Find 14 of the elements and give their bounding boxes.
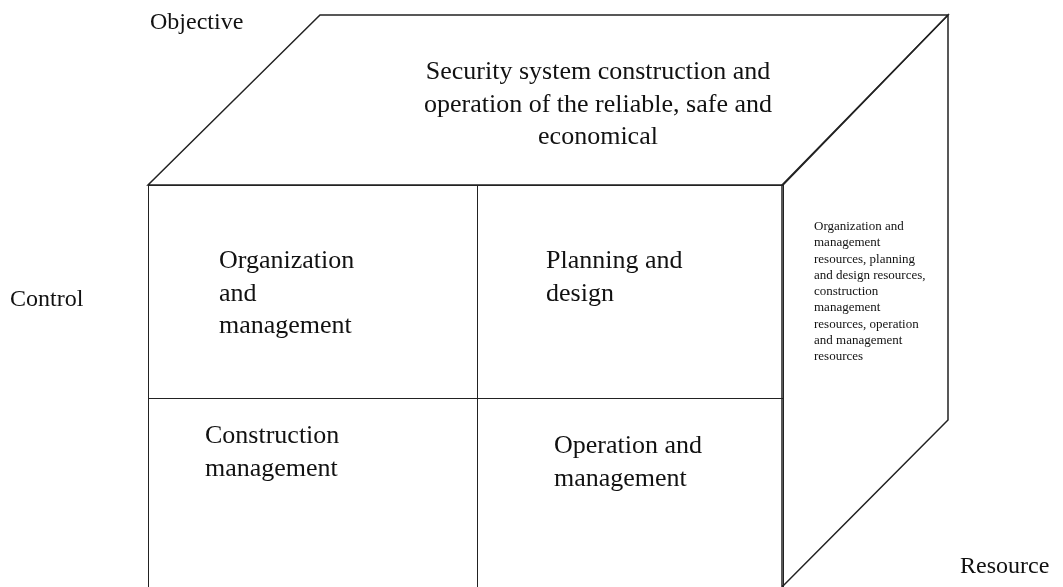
grid-cell — [148, 185, 478, 399]
face-text: Security system construction and operation of the reliable, safe and economical — [423, 55, 773, 152]
face-text: Organization and management resources, planning and design resources, construction management resources, operation and management resources — [814, 218, 926, 365]
cube-side-face — [782, 15, 948, 587]
cell-text: Construction management — [205, 419, 341, 484]
grid-cell — [476, 185, 784, 399]
cell-text: Operation and management — [554, 429, 703, 494]
axis-label: Control — [10, 285, 84, 312]
axis-label: Resource — [960, 552, 1050, 579]
cube-top-face — [148, 15, 948, 185]
cell-text: Planning and design — [546, 244, 684, 309]
cell-text: Organization and management — [219, 244, 356, 341]
grid-cell — [148, 397, 478, 587]
axis-label: Objective — [150, 8, 244, 35]
